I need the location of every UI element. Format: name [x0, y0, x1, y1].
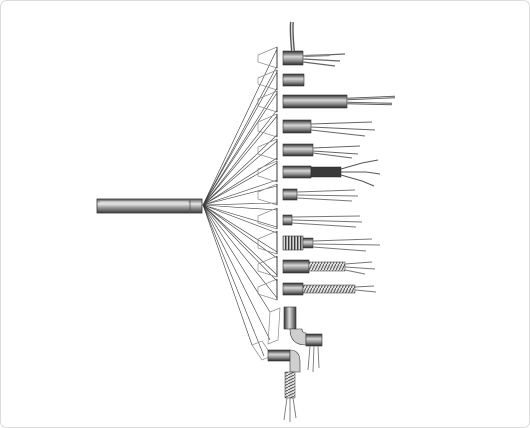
long-sheath-variant-leader-line [202, 109, 278, 206]
leader-lines [202, 48, 278, 357]
long-sheath-variant-leader-line [202, 92, 278, 206]
elbow-braided-variant-leader-line [202, 204, 265, 357]
small-sheath-variant-leader-line [202, 202, 278, 206]
elbow-braided-variant [267, 349, 301, 422]
armored-lead-variant-board [257, 255, 278, 278]
long-sheath-variant [282, 94, 396, 109]
threaded-fitting-variant [282, 235, 381, 252]
braided-lead-variant-leader-line [202, 204, 278, 282]
flared-lead-variant-leader-line [202, 179, 278, 206]
main-cartridge-heater [96, 198, 203, 214]
blank-end-variant [282, 73, 305, 87]
braided-lead-variant-leader-line [202, 204, 278, 299]
short-wire-leads-variant [282, 143, 361, 159]
wire-leads-variant-leader-line [202, 134, 278, 206]
blank-end-variant-leader-line [202, 71, 278, 206]
wire-leads-variant-leader-line [202, 115, 278, 206]
braided-lead-variant [282, 282, 377, 296]
threaded-fitting-variant-leader-line [202, 204, 278, 253]
right-angle-variant-leader-line [202, 204, 271, 341]
right-angle-variant [283, 306, 323, 373]
flared-lead-variant-leader-line [202, 162, 278, 206]
top-bent-lead-variant-board [257, 46, 278, 69]
blank-end-variant-leader-line [202, 87, 278, 206]
wire-leads-variant [282, 119, 376, 137]
blank-end-variant-board [257, 69, 278, 91]
top-bent-lead-variant-leader-line [202, 65, 278, 206]
threaded-fitting-variant-leader-line [202, 204, 278, 234]
armored-lead-variant-leader-line [202, 204, 278, 276]
variant-panels [251, 46, 281, 361]
tiny-body-variant-leader-line [202, 204, 278, 211]
top-bent-lead-variant [282, 21, 346, 67]
right-angle-variant-board [267, 307, 281, 345]
armored-lead-variant-leader-line [202, 204, 278, 259]
elbow-braided-variant-leader-line [202, 204, 253, 346]
tiny-body-variant-leader-line [202, 204, 278, 228]
tiny-body-variant [282, 214, 363, 228]
small-sheath-variant [282, 188, 359, 202]
armored-lead-variant [282, 259, 376, 275]
short-wire-leads-variant-leader-line [202, 140, 278, 206]
flared-lead-variant [282, 159, 381, 187]
small-sheath-variant-board [257, 183, 278, 206]
threaded-fitting-variant-board [257, 230, 278, 255]
